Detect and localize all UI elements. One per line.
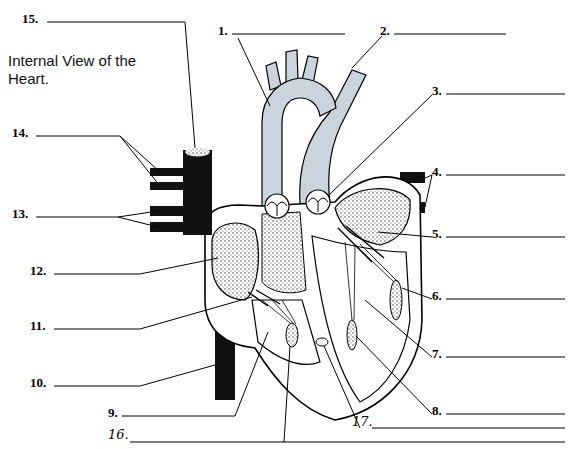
answer-blank	[54, 386, 140, 387]
aorta	[262, 78, 336, 208]
answer-blank	[394, 34, 506, 35]
leader-line	[140, 365, 215, 386]
answer-blank	[446, 357, 565, 358]
leader-line	[235, 332, 268, 416]
leader-line	[284, 346, 290, 442]
answer-blank	[36, 217, 118, 218]
callout-number: 12.	[30, 264, 46, 277]
leader-line	[356, 336, 432, 414]
aortic-valve	[265, 194, 289, 218]
answer-blank	[446, 237, 565, 238]
answer-blank	[446, 299, 565, 300]
tricuspid-valve	[248, 290, 280, 306]
callout-number: 14.	[12, 126, 28, 139]
leader-line	[185, 22, 195, 148]
callout-number: 15.	[22, 12, 38, 25]
mitral-valve	[338, 226, 384, 262]
answer-blank	[446, 414, 565, 415]
callout-number: 7.	[432, 347, 442, 360]
atrial-septum	[262, 212, 306, 293]
callout-number: 1.	[218, 24, 228, 37]
callout-number: 8.	[432, 404, 442, 417]
papillary-muscle	[390, 280, 402, 320]
answer-blank	[47, 22, 185, 23]
pulmonary-valve	[306, 190, 330, 214]
valve-cusps	[267, 202, 287, 216]
papillary-muscle	[347, 320, 357, 350]
papillary-muscle	[286, 323, 298, 347]
callout-number: 3.	[432, 84, 442, 97]
answer-blank	[122, 416, 235, 417]
heart-outline	[205, 177, 422, 420]
callout-number: 17.	[352, 415, 373, 428]
callout-number: 2.	[380, 24, 390, 37]
callout-number: 6.	[432, 289, 442, 302]
leader-line	[140, 258, 218, 274]
leader-lines	[118, 22, 432, 442]
vessel-opening	[186, 148, 210, 156]
chorda	[345, 240, 398, 320]
callout-number: 16.	[108, 428, 129, 441]
answer-blank	[446, 94, 565, 95]
callout-number: 10.	[30, 376, 46, 389]
right-atrium	[212, 223, 258, 300]
answer-blank	[446, 175, 565, 176]
left-ventricle	[312, 236, 410, 402]
answer-blank	[232, 34, 345, 35]
leader-line	[328, 95, 432, 196]
callout-number: 4.	[432, 165, 442, 178]
answer-blank	[372, 428, 565, 429]
callout-number: 5.	[432, 227, 442, 240]
leader-line	[140, 297, 252, 329]
valve-cusps	[308, 198, 328, 212]
answer-blank	[54, 329, 140, 330]
moderator-band	[316, 338, 328, 346]
leader-line	[402, 288, 432, 299]
callout-number: 13.	[12, 207, 28, 220]
answer-blank	[36, 136, 120, 137]
answer-blank	[54, 274, 140, 275]
answer-blanks	[36, 22, 565, 442]
leader-line	[118, 211, 158, 227]
callout-number: 9.	[108, 406, 118, 419]
superior-vena-cava	[183, 150, 212, 235]
diagram-title: Internal View of the Heart.	[8, 52, 138, 88]
leader-line	[425, 175, 432, 207]
leader-line	[365, 300, 432, 357]
leader-line	[120, 136, 160, 186]
leader-line	[238, 38, 270, 106]
answer-blank	[130, 442, 565, 443]
callout-number: 11.	[30, 319, 46, 332]
right-ventricle	[252, 300, 320, 364]
leader-line	[352, 36, 382, 68]
leader-line	[378, 232, 432, 237]
aortic-branch	[286, 50, 298, 82]
